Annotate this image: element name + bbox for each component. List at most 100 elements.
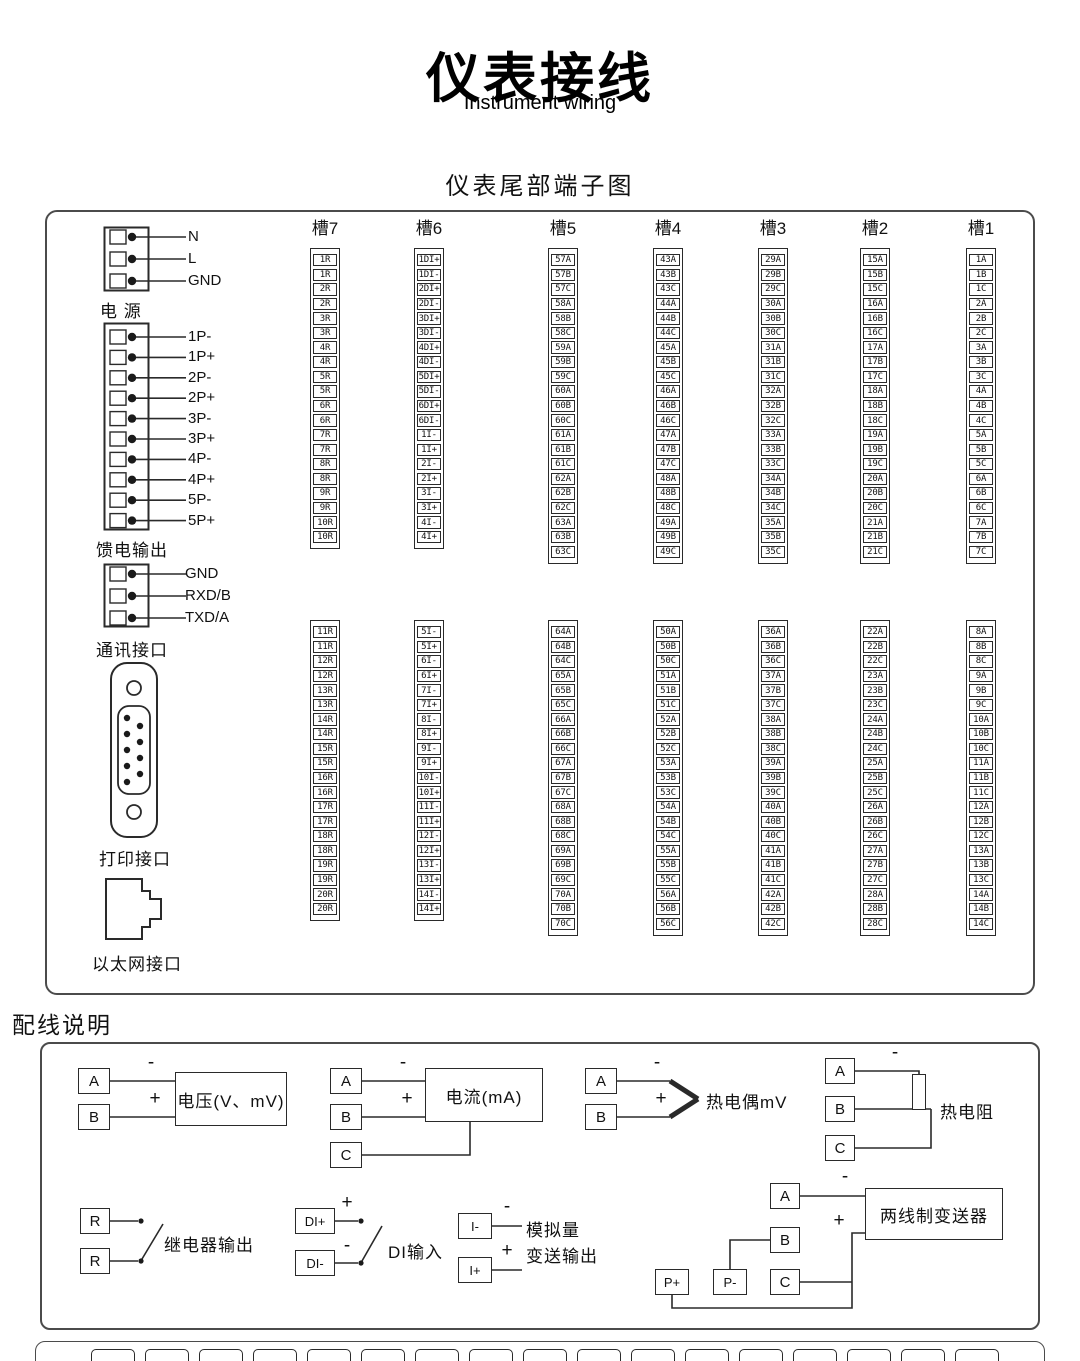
comm-port-label: 通讯接口 xyxy=(96,641,168,660)
terminal-cell: 44B xyxy=(656,312,680,325)
footer-cell xyxy=(469,1349,513,1361)
terminal-cell: 69B xyxy=(551,859,575,872)
terminal-cell: 8I- xyxy=(417,713,441,726)
terminal-cell: 60C xyxy=(551,414,575,427)
terminal-cell: 27C xyxy=(863,873,887,887)
terminal-cell: 11I+ xyxy=(417,815,441,828)
power-connector-icon xyxy=(103,226,186,292)
slot-header: 槽4 xyxy=(654,219,682,238)
polarity-sign: - xyxy=(503,1196,511,1217)
terminal-box: DI- xyxy=(295,1250,335,1276)
printer-port-label: 打印接口 xyxy=(99,850,171,869)
terminal-cell: 15B xyxy=(863,268,887,281)
terminal-cell: 20R xyxy=(313,888,337,901)
terminal-cell: 12C xyxy=(969,830,993,843)
terminal-cell: 9C xyxy=(969,698,993,712)
terminal-cell: 70B xyxy=(551,902,575,916)
power-label: 电 源 xyxy=(100,302,142,321)
terminal-cell: 3DI+ xyxy=(417,312,441,325)
terminal-cell: 4R xyxy=(313,341,337,354)
terminal-box: B xyxy=(585,1104,617,1130)
terminal-cell: 35B xyxy=(761,530,785,544)
terminal-cell: 50A xyxy=(656,626,680,639)
terminal-cell: 58A xyxy=(551,297,575,311)
terminal-cell: 42B xyxy=(761,902,785,916)
terminal-cell: 19A xyxy=(863,428,887,442)
terminal-cell: 1B xyxy=(969,268,993,281)
terminal-cell: 38C xyxy=(761,742,785,756)
terminal-cell: 9R xyxy=(313,501,337,515)
terminal-cell: 14A xyxy=(969,888,993,901)
terminal-cell: 57B xyxy=(551,268,575,281)
terminal-cell: 13C xyxy=(969,873,993,887)
terminal-cell: 61B xyxy=(551,443,575,456)
terminal-cell: 23C xyxy=(863,698,887,712)
terminal-cell: 3I+ xyxy=(417,501,441,515)
terminal-cell: 57C xyxy=(551,283,575,296)
terminal-cell: 47B xyxy=(656,443,680,456)
terminal-cell: 22C xyxy=(863,655,887,668)
polarity-sign: + xyxy=(833,1210,845,1231)
terminal-cell: 25A xyxy=(863,757,887,770)
terminal-cell: 51A xyxy=(656,669,680,683)
terminal-cell: 34A xyxy=(761,472,785,486)
terminal-cell: 10R xyxy=(313,530,337,544)
terminal-cell: 15R xyxy=(313,757,337,770)
terminal-box: P+ xyxy=(655,1269,689,1295)
terminal-cell: 58C xyxy=(551,326,575,340)
page-title: 仪表接线 xyxy=(426,47,654,110)
polarity-sign: - xyxy=(891,1042,899,1063)
terminal-cell: 30B xyxy=(761,312,785,325)
terminal-cell: 9I- xyxy=(417,742,441,756)
terminal-cell: 61A xyxy=(551,428,575,442)
terminal-cell: 25C xyxy=(863,786,887,799)
wiring-section-title: 配线说明 xyxy=(12,1012,112,1038)
terminal-cell: 2R xyxy=(313,297,337,311)
terminal-cell: 12B xyxy=(969,815,993,828)
terminal-cell: 34B xyxy=(761,487,785,500)
pin-label: N xyxy=(188,228,199,245)
terminal-cell: 59B xyxy=(551,356,575,369)
thermocouple-label: 热电偶mV xyxy=(706,1093,788,1112)
terminal-cell: 9B xyxy=(969,684,993,697)
terminal-cell: 22B xyxy=(863,640,887,653)
terminal-cell: 25B xyxy=(863,771,887,785)
terminal-cell: 45B xyxy=(656,356,680,369)
terminal-cell: 66B xyxy=(551,728,575,741)
terminal-cell: 59A xyxy=(551,341,575,354)
terminal-cell: 16B xyxy=(863,312,887,325)
terminal-cell: 5A xyxy=(969,428,993,442)
terminal-cell: 3B xyxy=(969,356,993,369)
terminal-cell: 18B xyxy=(863,399,887,413)
terminal-cell: 24B xyxy=(863,728,887,741)
terminal-cell: 51B xyxy=(656,684,680,697)
terminal-cell: 11C xyxy=(969,786,993,799)
terminal-cell: 58B xyxy=(551,312,575,325)
terminal-cell: 67C xyxy=(551,786,575,799)
terminal-cell: 60B xyxy=(551,399,575,413)
pin-label: 2P- xyxy=(188,368,212,386)
terminal-cell: 31B xyxy=(761,356,785,369)
polarity-sign: - xyxy=(653,1052,661,1073)
footer-cell xyxy=(415,1349,459,1361)
terminal-box: R xyxy=(80,1208,110,1234)
terminal-cell: 40A xyxy=(761,800,785,814)
terminal-cell: 17C xyxy=(863,370,887,384)
terminal-cell: 63A xyxy=(551,516,575,529)
terminal-cell: 5B xyxy=(969,443,993,456)
terminal-cell: 49B xyxy=(656,530,680,544)
terminal-cell: 61C xyxy=(551,458,575,471)
transmitter-box: 两线制变送器 xyxy=(865,1188,1003,1240)
analog-output-label: 模拟量 xyxy=(526,1221,580,1240)
terminal-cell: 18C xyxy=(863,414,887,427)
terminal-cell: 45A xyxy=(656,341,680,354)
terminal-cell: 10I+ xyxy=(417,786,441,799)
terminal-cell: 18R xyxy=(313,830,337,843)
terminal-cell: 53B xyxy=(656,771,680,785)
terminal-cell: 66C xyxy=(551,742,575,756)
terminal-cell: 68C xyxy=(551,830,575,843)
terminal-cell: 1DI+ xyxy=(417,254,441,267)
terminal-cell: 12I- xyxy=(417,830,441,843)
